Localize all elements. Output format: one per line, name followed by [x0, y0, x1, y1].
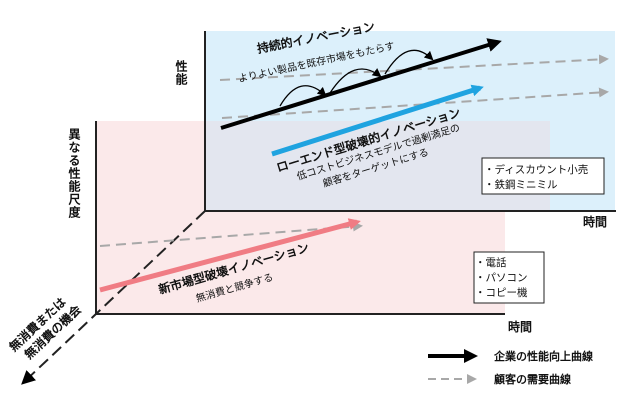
back-y-axis-label: 性能: [174, 59, 188, 86]
depth-axis-label: 無消費または 無消費の機会: [6, 294, 85, 362]
new-market-example-1: ・電話: [475, 256, 507, 269]
front-y-axis-label: 異なる性能尺度: [67, 128, 81, 219]
new-market-example-3: ・コピー機: [475, 286, 528, 299]
low-end-examples-box: ・ディスカウント小売 ・鉄鋼ミニミル: [481, 157, 605, 195]
legend: 企業の性能向上曲線 顧客の需要曲線: [428, 349, 593, 386]
sustaining-hop-1: [279, 85, 327, 107]
low-end-example-2: ・鉄鋼ミニミル: [484, 178, 558, 191]
new-market-examples-box: ・電話 ・パソコン ・コピー機: [473, 251, 545, 304]
depth-axis: [21, 210, 206, 385]
demand-curve-front: [99, 221, 363, 247]
front-x-axis-label: 時間: [508, 319, 532, 334]
low-end-arrow: [271, 84, 484, 157]
back-x-axis-label: 時間: [583, 214, 607, 229]
demand-curve-back-lower: [221, 87, 609, 119]
legend-performance-label: 企業の性能向上曲線: [493, 349, 593, 363]
legend-demand-label: 顧客の需要曲線: [494, 372, 571, 386]
sustaining-hop-2: [329, 68, 382, 94]
new-market-example-2: ・パソコン: [475, 272, 528, 284]
new-market-arrow: [99, 218, 361, 293]
low-end-example-1: ・ディスカウント小売: [484, 163, 588, 176]
sustaining-hop-3: [384, 49, 434, 75]
sustaining-arrow: [220, 38, 502, 130]
